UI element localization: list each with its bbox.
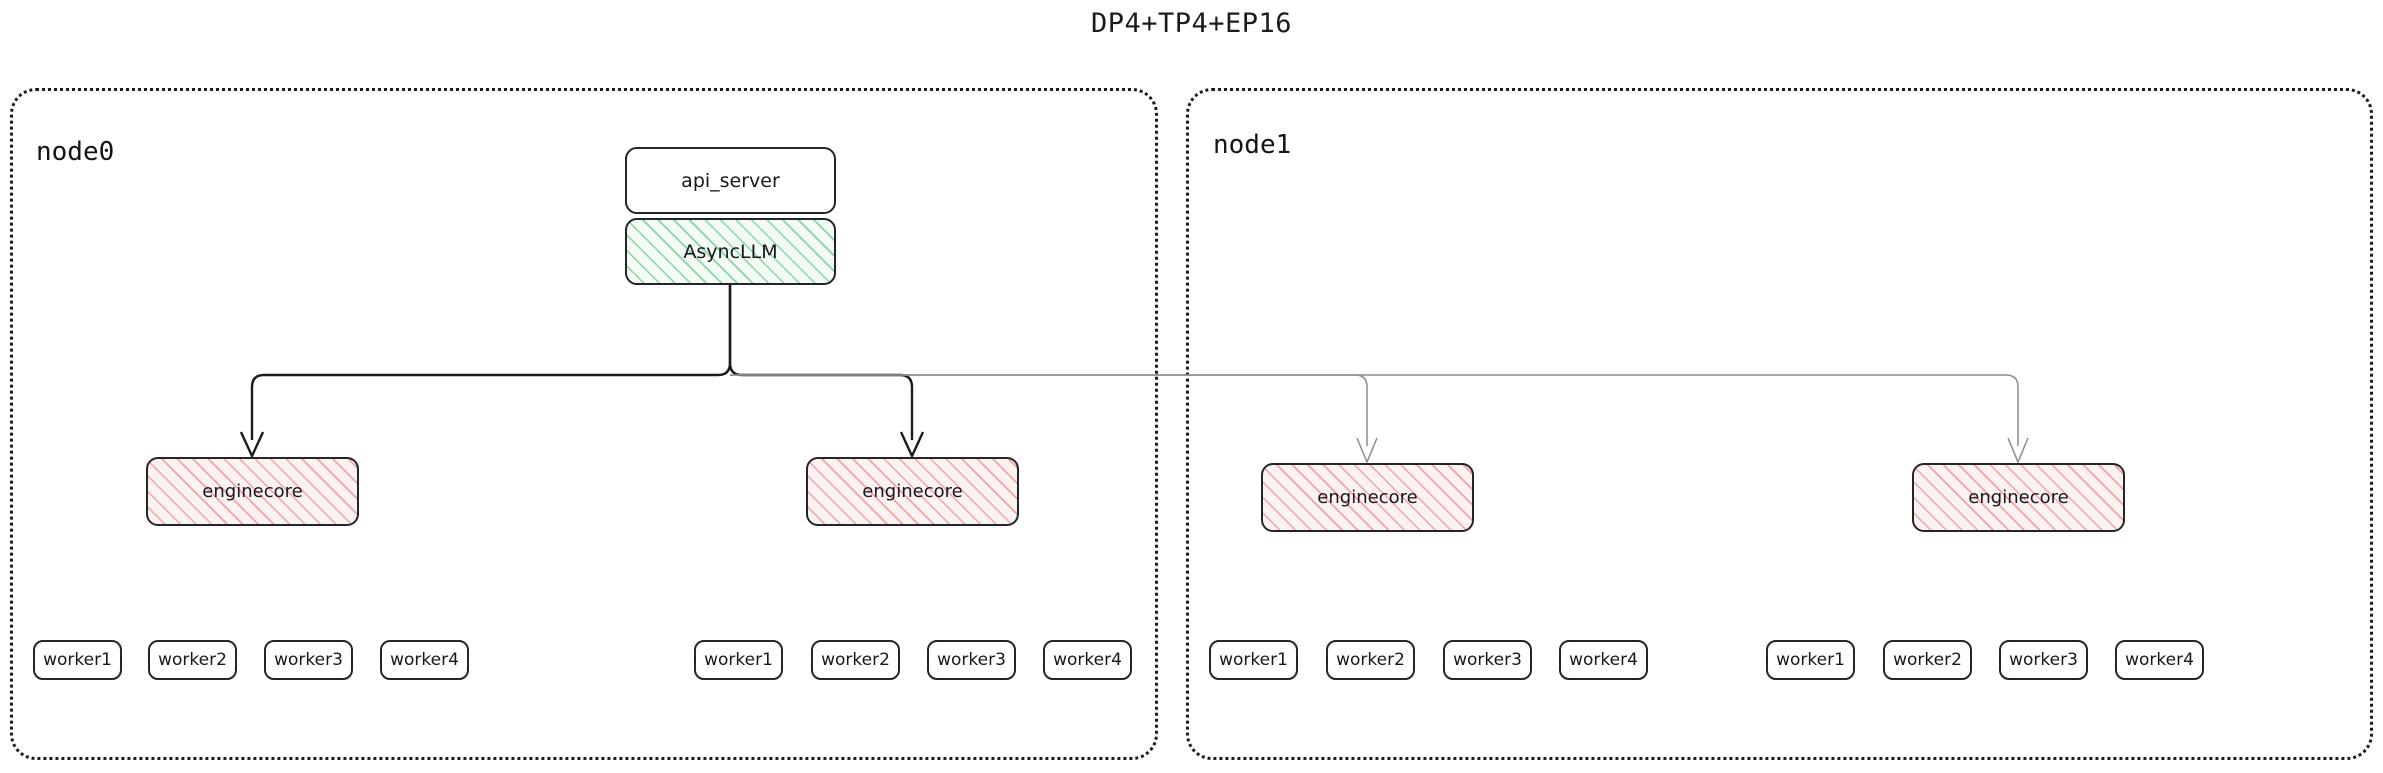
worker-box[interactable]: worker4 xyxy=(380,640,469,680)
worker-box[interactable]: worker1 xyxy=(1209,640,1298,680)
worker-box[interactable]: worker4 xyxy=(2115,640,2204,680)
enginecore-box[interactable]: enginecore xyxy=(1912,463,2125,532)
worker-box[interactable]: worker1 xyxy=(694,640,783,680)
page-title: DP4+TP4+EP16 xyxy=(1090,8,1293,39)
api-server-box[interactable]: api_server xyxy=(625,147,836,214)
worker-box[interactable]: worker2 xyxy=(148,640,237,680)
enginecore-box[interactable]: enginecore xyxy=(1261,463,1474,532)
worker-box[interactable]: worker1 xyxy=(33,640,122,680)
async-llm-box[interactable]: AsyncLLM xyxy=(625,218,836,285)
enginecore-box[interactable]: enginecore xyxy=(806,457,1019,526)
worker-box[interactable]: worker3 xyxy=(1443,640,1532,680)
worker-box[interactable]: worker2 xyxy=(1326,640,1415,680)
node-label-node1: node1 xyxy=(1213,130,1292,160)
worker-box[interactable]: worker3 xyxy=(1999,640,2088,680)
worker-box[interactable]: worker2 xyxy=(1883,640,1972,680)
node-label-node0: node0 xyxy=(36,137,115,167)
worker-box[interactable]: worker4 xyxy=(1559,640,1648,680)
worker-box[interactable]: worker1 xyxy=(1766,640,1855,680)
worker-box[interactable]: worker3 xyxy=(927,640,1016,680)
enginecore-box[interactable]: enginecore xyxy=(146,457,359,526)
worker-box[interactable]: worker3 xyxy=(264,640,353,680)
worker-box[interactable]: worker2 xyxy=(811,640,900,680)
worker-box[interactable]: worker4 xyxy=(1043,640,1132,680)
